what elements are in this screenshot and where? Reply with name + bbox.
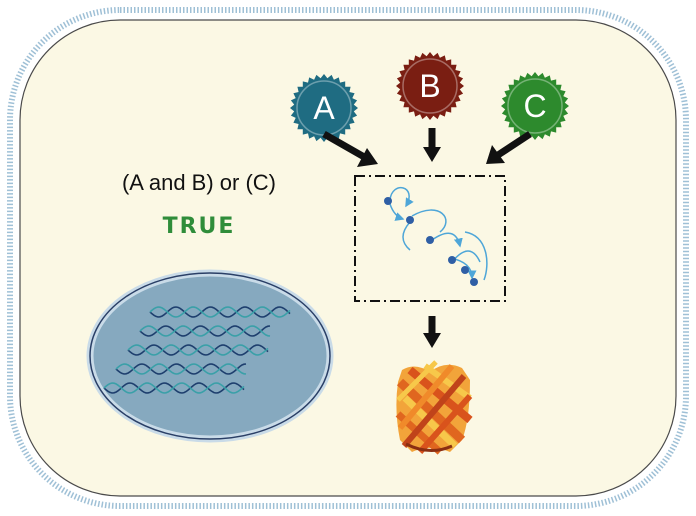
input-bubble-c: C: [501, 72, 569, 140]
logic-result: TRUE: [162, 214, 236, 239]
dna-helix-icon: [103, 306, 291, 394]
network-nodes: [384, 197, 478, 286]
input-arrows: [322, 128, 532, 167]
output-arrow: [423, 316, 441, 348]
input-bubble-b: B: [396, 52, 464, 120]
protein-ribbon-icon: [395, 360, 473, 455]
nucleus: [86, 269, 334, 443]
regulatory-network-box: [354, 175, 506, 302]
input-bubble-a: A: [290, 74, 358, 142]
cell-membrane-outer: [7, 7, 689, 509]
input-label-c: C: [523, 88, 546, 124]
logic-expression: (A and B) or (C): [121, 170, 277, 195]
input-label-a: A: [313, 90, 335, 126]
input-label-b: B: [419, 68, 440, 104]
